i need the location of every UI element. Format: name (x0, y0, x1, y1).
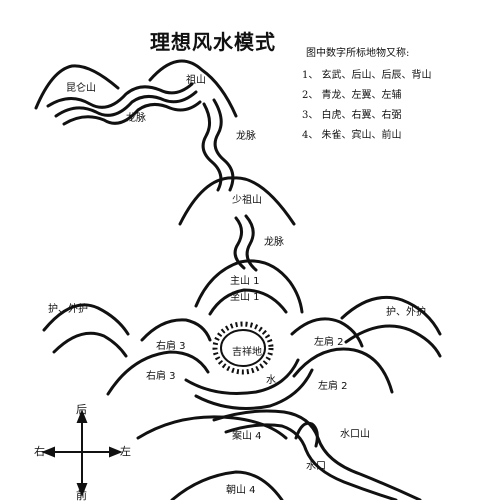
protect-hill-right (340, 295, 442, 336)
label-zuoshan: 坐山 1 (230, 292, 260, 303)
baihu-lower (106, 350, 210, 396)
label-longmai-3: 龙脉 (264, 237, 284, 248)
legend-heading: 图中数字所标地物又称: (306, 48, 410, 59)
shuikou-mound (294, 421, 319, 448)
label-youjian-upper: 右肩 3 (156, 341, 186, 352)
dragon-vein-7 (244, 214, 258, 272)
compass-left: 左 (120, 445, 131, 458)
label-zuojian-lower: 左肩 2 (318, 381, 348, 392)
label-shuikoushan: 水口山 (340, 429, 370, 440)
auspicious-site (212, 321, 274, 375)
river-2 (224, 423, 398, 500)
label-longmai-2: 龙脉 (236, 131, 256, 142)
diagram-title: 理想风水模式 (150, 30, 276, 54)
label-zuojian-upper: 左肩 2 (314, 337, 344, 348)
baihu-upper (140, 318, 212, 342)
compass-cross (41, 409, 123, 497)
chaoshan-mountain (170, 470, 284, 500)
legend-item-4: 4、 朱雀、宾山、前山 (302, 130, 402, 141)
label-youjian-lower: 右肩 3 (146, 371, 176, 382)
protect-hill-left-2 (52, 331, 128, 358)
water-curve-1 (184, 358, 300, 395)
label-shui: 水 (266, 375, 276, 386)
compass-right: 右 (34, 445, 45, 458)
label-anshan: 案山 4 (232, 431, 262, 442)
label-hu-left: 护、外护 (48, 304, 88, 315)
main-hill (194, 259, 304, 314)
compass-front: 前 (76, 489, 87, 502)
dragon-vein-3 (62, 100, 202, 126)
qinglong-lower (292, 347, 394, 394)
label-hu-right: 护、外护 (386, 307, 426, 318)
dragon-vein-6 (233, 216, 246, 270)
label-zushan: 祖山 (186, 75, 206, 86)
water-curve-2 (194, 368, 314, 410)
label-kunlun: 昆仑山 (66, 83, 96, 94)
label-longmai-1: 龙脉 (126, 113, 146, 124)
kunlun-mountain (34, 64, 120, 110)
qinglong-upper (290, 317, 364, 348)
protect-hill-left (42, 303, 130, 336)
anshan-mountain (136, 415, 288, 440)
dragon-vein-1 (46, 82, 194, 109)
legend-item-3: 3、 白虎、右翼、右弼 (302, 110, 402, 121)
dragon-vein-2 (54, 90, 198, 118)
label-zhushan: 主山 1 (230, 276, 260, 287)
protect-hill-right-2 (344, 324, 442, 358)
compass-back: 后 (76, 403, 87, 416)
label-chaoshan: 朝山 4 (226, 485, 256, 496)
shaozushan-mountain (178, 176, 296, 226)
main-hill-inner (208, 288, 288, 316)
legend-item-2: 2、 青龙、左翼、左辅 (302, 90, 402, 101)
label-jixiangdi: 吉祥地 (232, 347, 262, 358)
dragon-vein-4 (201, 102, 223, 192)
label-shuikou: 水口 (306, 461, 326, 472)
legend-item-1: 1、 玄武、后山、后辰、背山 (302, 70, 432, 81)
dragon-vein-5 (212, 98, 235, 192)
zushan-mountain (148, 59, 238, 118)
label-shaozushan: 少祖山 (232, 195, 262, 206)
